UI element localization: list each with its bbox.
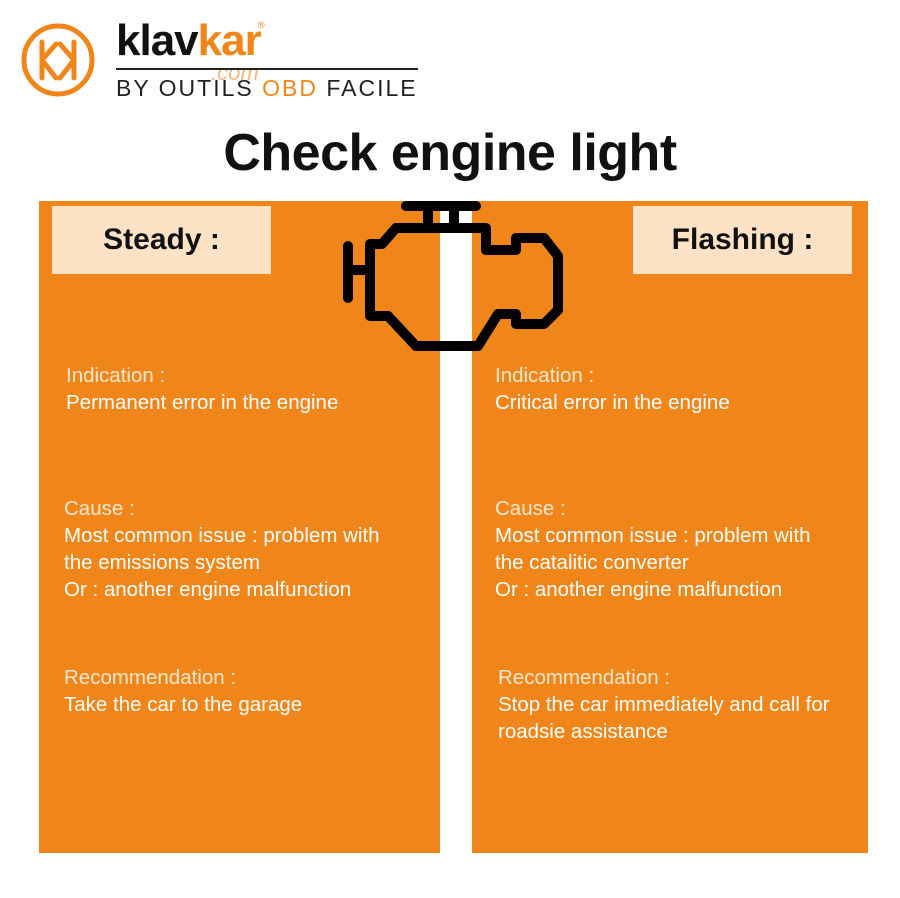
section-text: the catalitic converter	[495, 551, 689, 574]
steady-recommendation: Recommendation : Take the car to the gar…	[64, 664, 302, 718]
section-text: roadsie assistance	[498, 720, 668, 743]
section-heading: Indication :	[495, 364, 595, 387]
section-text: the emissions system	[64, 551, 260, 574]
flashing-cause: Cause : Most common issue : problem with…	[495, 495, 811, 603]
flashing-recommendation: Recommendation : Stop the car immediatel…	[498, 664, 830, 745]
registered-mark: ®	[258, 20, 265, 30]
steady-panel: Steady : Indication : Permanent error in…	[39, 201, 440, 853]
page-title: Check engine light	[223, 124, 677, 182]
section-text: Most common issue : problem with	[495, 524, 811, 547]
section-heading: Cause :	[495, 497, 566, 520]
section-heading: Recommendation :	[498, 666, 671, 689]
brand-tagline: BY OUTILS OBD FACILE	[116, 75, 418, 101]
section-text: Most common issue : problem with	[64, 524, 380, 547]
brand-name: klavkar	[116, 16, 262, 65]
section-text: Take the car to the garage	[64, 693, 303, 716]
section-heading: Recommendation :	[64, 666, 237, 689]
section-heading: Indication :	[66, 364, 166, 387]
steady-cause: Cause : Most common issue : problem with…	[64, 495, 380, 603]
section-text: Permanent error in the engine	[66, 391, 339, 414]
brand-domain-suffix: .com	[211, 60, 259, 85]
brand-divider	[116, 68, 418, 70]
steady-indication: Indication : Permanent error in the engi…	[66, 362, 338, 416]
check-engine-icon	[343, 201, 563, 351]
brand-logo-icon	[21, 23, 95, 97]
section-text: Stop the car immediately and call for	[498, 693, 830, 716]
section-text: Critical error in the engine	[495, 391, 730, 414]
section-heading: Cause :	[64, 497, 135, 520]
section-text: Or : another engine malfunction	[64, 578, 352, 601]
flashing-panel: Flashing : Indication : Critical error i…	[472, 201, 868, 853]
steady-label: Steady :	[52, 206, 271, 274]
section-text: Or : another engine malfunction	[495, 578, 783, 601]
flashing-label: Flashing :	[633, 206, 852, 274]
brand-wordmark: klavkar ® .com BY OUTILS OBD FACILE	[116, 14, 426, 104]
flashing-indication: Indication : Critical error in the engin…	[495, 362, 730, 416]
